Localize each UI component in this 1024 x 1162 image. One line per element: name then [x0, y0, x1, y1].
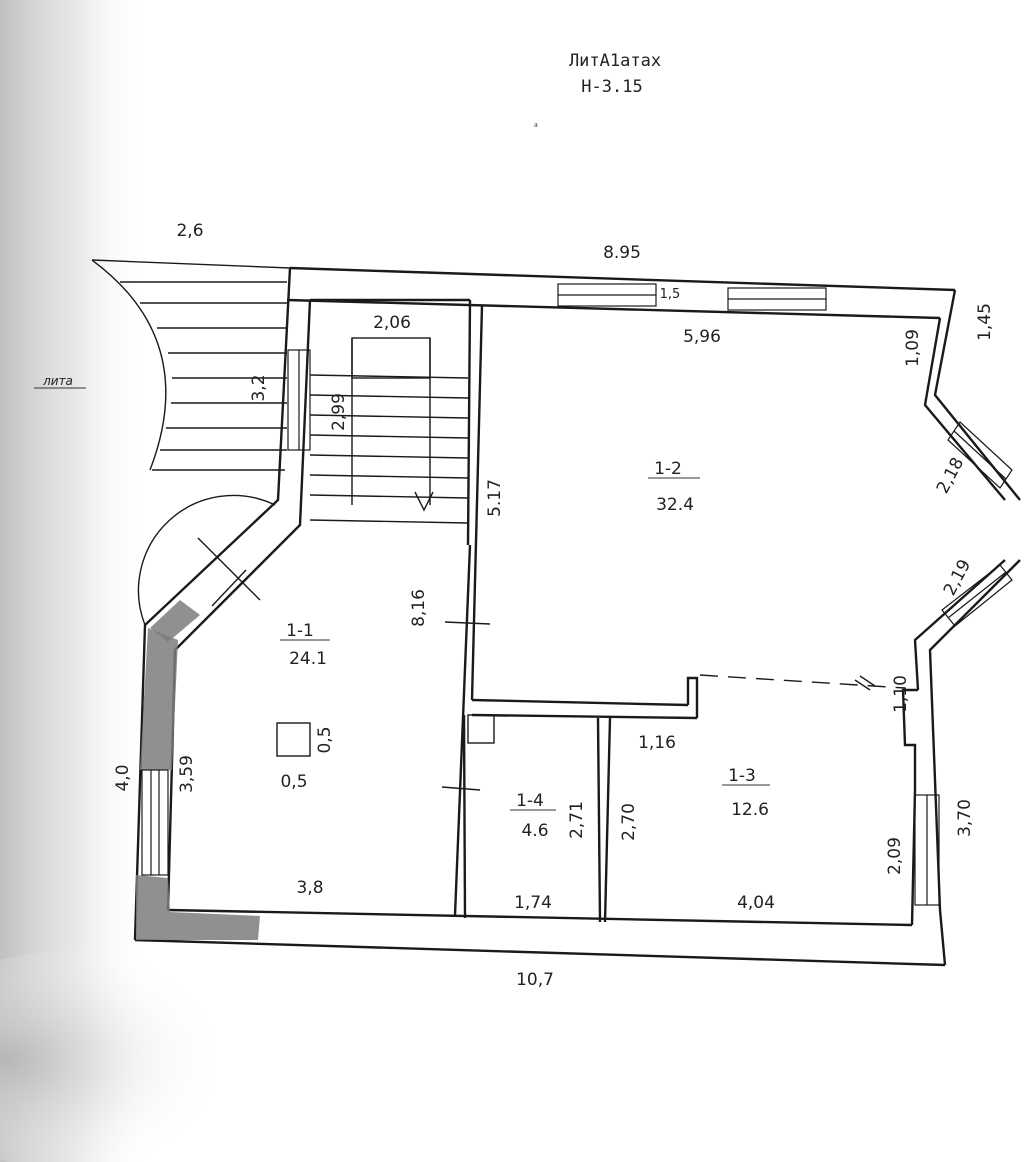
dim-room4-right: 2,71	[567, 801, 587, 839]
windows	[141, 283, 1013, 906]
dim-left-outer: 4,0	[113, 764, 133, 791]
room-label-1-1: 1-1	[286, 621, 314, 641]
dim-room3-left: 2,70	[619, 803, 639, 841]
side-label: лита	[42, 374, 73, 388]
room-area-1-3: 12.6	[731, 800, 769, 820]
room-label-1-3: 1-3	[728, 766, 756, 786]
room-area-1-2: 32.4	[656, 495, 694, 515]
dim-partition-height: 5.17	[485, 479, 505, 517]
dim-porch-height: 3,2	[249, 374, 269, 401]
dim-bay-upper: 2,18	[933, 454, 968, 497]
wall-shade-bottom-left	[136, 875, 260, 940]
chimney-shaft	[276, 722, 311, 757]
dim-left-inner: 3,59	[177, 755, 197, 793]
partitions	[441, 304, 906, 923]
dim-top-right-inner: 1,09	[903, 329, 923, 367]
dim-room3-bottom: 4,04	[737, 893, 775, 913]
dim-room1-bottom: 3,8	[296, 878, 323, 898]
room-label-1-2: 1-2	[654, 459, 682, 479]
round-landing	[137, 494, 276, 626]
mark-dot: ͣ	[534, 122, 538, 127]
header-height: Н-3.15	[581, 77, 642, 97]
dim-right-inner: 2,09	[885, 837, 905, 875]
dim-right-outer: 3,70	[955, 799, 975, 837]
room-area-1-4: 4.6	[521, 821, 548, 841]
dim-chimney-h: 0,5	[315, 726, 335, 753]
room-area-1-1: 24.1	[289, 649, 327, 669]
staircase	[309, 337, 469, 524]
outer-walls	[133, 266, 1021, 967]
dim-room1-right: 8,16	[409, 589, 429, 627]
porch	[91, 259, 291, 471]
dim-right-small: 1,10	[891, 675, 911, 713]
wall-shade-diag	[150, 600, 200, 642]
dim-stair-width: 2,06	[373, 313, 411, 333]
dim-stair-height: 2,99	[329, 393, 349, 431]
header-title: ЛитА1атах	[569, 51, 661, 71]
scan-shadow-bottom	[0, 950, 270, 1162]
dim-chimney-w: 0,5	[280, 772, 307, 792]
room-label-1-4: 1-4	[516, 791, 544, 811]
dim-top-total: 8.95	[603, 243, 641, 263]
dim-bottom-total: 10,7	[516, 970, 554, 990]
dim-porch-width: 2,6	[176, 221, 203, 241]
dim-top-right-outer: 1,45	[975, 303, 995, 341]
dim-window-mark: 1,5	[660, 287, 681, 302]
dim-room4-bottom: 1,74	[514, 893, 552, 913]
dim-room3-notch: 1,16	[638, 733, 676, 753]
dim-top-inner: 5,96	[683, 327, 721, 347]
wall-shade-left	[140, 628, 178, 770]
